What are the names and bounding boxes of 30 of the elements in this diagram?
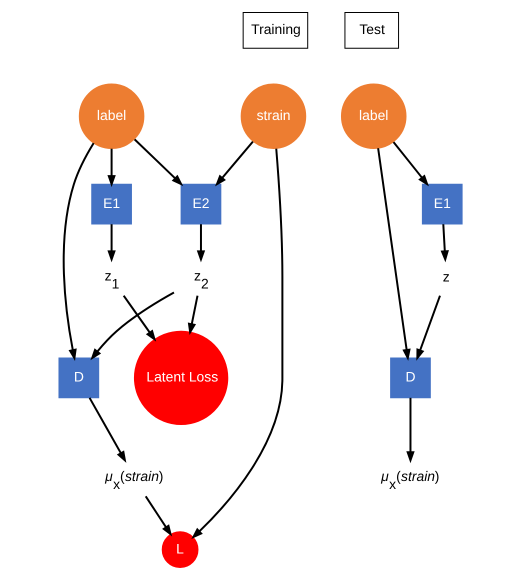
arrow (107, 224, 116, 262)
node-text: z (442, 268, 450, 284)
arrow (440, 224, 449, 262)
arrow (416, 295, 441, 361)
node-circle: Latent Loss (134, 330, 228, 426)
arrow (392, 141, 429, 186)
node-box: E1 (422, 184, 463, 224)
node-box: E1 (91, 184, 132, 224)
node-circle: L (162, 531, 198, 568)
node-box: D (58, 358, 100, 398)
arrow (122, 295, 156, 342)
node-box: Test (344, 12, 400, 49)
arrow (196, 224, 206, 262)
arrow (377, 148, 411, 361)
arrow (188, 296, 198, 336)
arrow (215, 140, 254, 186)
arrow (144, 496, 172, 537)
node-circle: strain (240, 83, 306, 149)
node-circle: label (340, 83, 406, 149)
arrow (191, 148, 284, 540)
node-box: E2 (180, 184, 222, 224)
arrow (107, 148, 116, 188)
arrow (62, 142, 94, 361)
arrow (134, 138, 184, 186)
arrow (88, 397, 126, 463)
node-circle: label (78, 83, 144, 149)
node-box: D (390, 358, 431, 398)
node-box: Training (242, 12, 308, 49)
arrow (406, 398, 415, 464)
arrow (90, 292, 174, 360)
